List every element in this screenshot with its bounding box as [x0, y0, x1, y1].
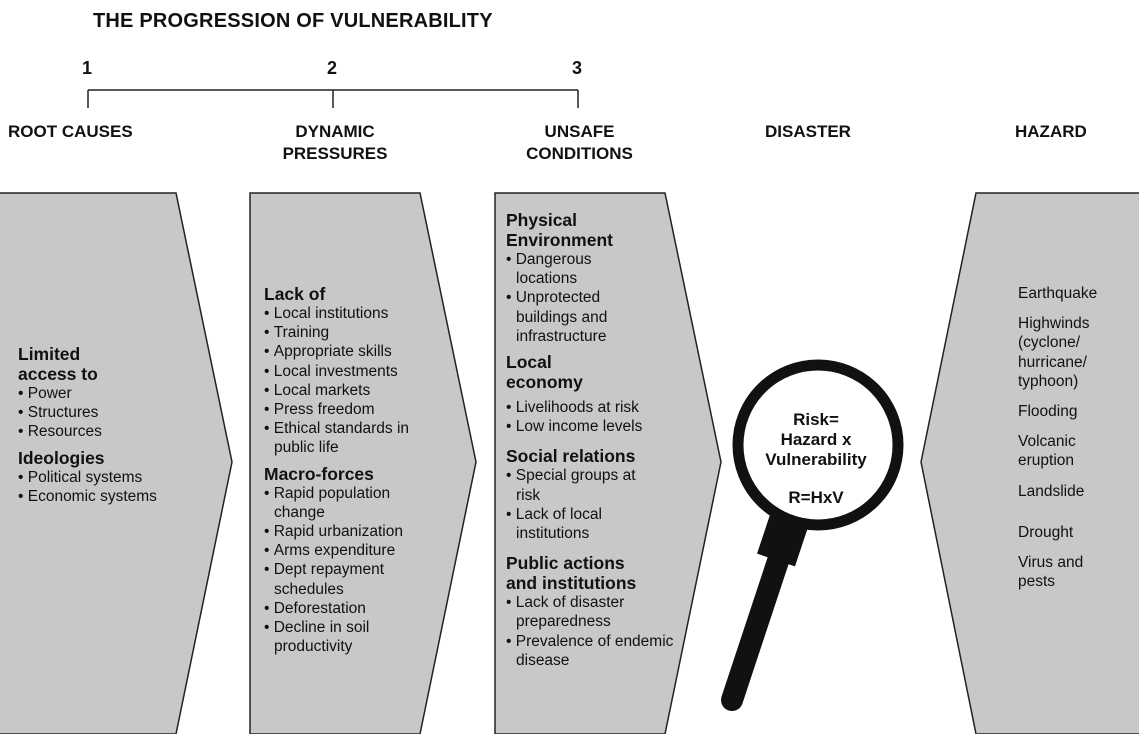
header-unsafe-conditions: UNSAFE CONDITIONS — [512, 121, 647, 165]
list-item: Deforestation — [264, 599, 429, 618]
risk-formula-short: R=HxV — [788, 488, 844, 507]
list-item: Arms expenditure — [264, 541, 429, 560]
list-item: Economic systems — [18, 487, 203, 506]
hazard-item: Earthquake — [1018, 285, 1098, 302]
hazard-item: Landslide — [1018, 482, 1085, 500]
unsafe-heading-4-line1: Public actions — [506, 553, 625, 574]
hazard-item: Drought — [1018, 523, 1074, 541]
stage-number-2: 2 — [327, 58, 338, 78]
hazard-item: Virus and pests — [1018, 554, 1084, 591]
header-dynamic-pressures-line1: DYNAMIC — [295, 122, 375, 141]
root-causes-heading-2: Ideologies — [18, 447, 105, 468]
dynamic-pressures-content: Lack of Local institutions Training Appr… — [264, 284, 429, 656]
list-item: Dept repayment schedules — [264, 560, 419, 598]
unsafe-heading-3: Social relations — [506, 446, 636, 467]
risk-line-3: Vulnerability — [765, 450, 867, 469]
risk-formula: Risk= Hazard x Vulnerability R=HxV — [756, 410, 876, 508]
list-item: Appropriate skills — [264, 342, 429, 361]
list-item: Resources — [18, 422, 203, 441]
hazard-item: Volcanic eruption — [1018, 433, 1076, 470]
list-item: Rapid population change — [264, 484, 424, 522]
stage-number-1: 1 — [82, 58, 93, 78]
list-item: Unprotected buildings and infrastructure — [506, 288, 646, 346]
unsafe-heading-2-line1: Local — [506, 352, 552, 373]
list-item: Local markets — [264, 381, 429, 400]
list-item: Lack of local institutions — [506, 505, 641, 543]
root-causes-heading-1-line2: access to — [18, 364, 98, 384]
list-item: Local institutions — [264, 304, 429, 323]
unsafe-heading-1-line2: Environment — [506, 230, 613, 250]
list-item: Power — [18, 384, 203, 403]
unsafe-heading-4-line2: and institutions — [506, 573, 637, 594]
list-item: Lack of disaster preparedness — [506, 593, 656, 631]
header-hazard: HAZARD — [1015, 122, 1087, 141]
hazard-item: Flooding — [1018, 403, 1078, 421]
list-item: Political systems — [18, 468, 203, 487]
risk-line-1: Risk= — [793, 410, 839, 429]
list-item: Training — [264, 323, 429, 342]
stage-number-3: 3 — [572, 58, 583, 78]
header-disaster: DISASTER — [765, 122, 851, 141]
root-causes-heading-1-line1: Limited — [18, 344, 81, 364]
list-item: Rapid urbanization — [264, 522, 429, 541]
magnifying-glass-icon — [721, 359, 904, 711]
list-item: Decline in soil productivity — [264, 618, 404, 656]
root-causes-content: Limited access to Power Structures Resou… — [18, 344, 203, 506]
list-item: Livelihoods at risk — [506, 398, 676, 417]
list-item: Press freedom — [264, 400, 429, 419]
root-causes-panel — [0, 192, 233, 734]
diagram-title: THE PROGRESSION OF VULNERABILITY — [93, 10, 493, 32]
hazard-list: Earthquake Highwinds (cyclone/ hurricane… — [1018, 284, 1108, 602]
list-item: Low income levels — [506, 417, 676, 436]
header-unsafe-conditions-line2: CONDITIONS — [526, 144, 633, 163]
dynamic-pressures-heading-1: Lack of — [264, 284, 326, 304]
hazard-panel — [920, 192, 1139, 734]
unsafe-heading-2-line2: economy — [506, 372, 583, 393]
risk-line-2: Hazard x — [780, 430, 852, 449]
unsafe-heading-1-line1: Physical — [506, 210, 578, 230]
header-unsafe-conditions-line1: UNSAFE — [544, 122, 615, 141]
list-item: Dangerous locations — [506, 250, 636, 288]
list-item: Special groups at risk — [506, 466, 641, 504]
list-item: Ethical standards in public life — [264, 419, 424, 457]
list-item: Prevalence of endemic disease — [506, 632, 676, 670]
unsafe-conditions-content: Physical Environment Dangerous locations… — [506, 210, 676, 670]
header-dynamic-pressures-line2: PRESSURES — [282, 144, 388, 163]
dynamic-pressures-heading-2: Macro-forces — [264, 463, 374, 484]
list-item: Local investments — [264, 362, 429, 381]
list-item: Structures — [18, 403, 203, 422]
header-dynamic-pressures: DYNAMIC PRESSURES — [270, 121, 400, 165]
hazard-item: Highwinds (cyclone/ hurricane/ typhoon) — [1018, 315, 1090, 390]
header-root-causes: ROOT CAUSES — [8, 122, 133, 141]
